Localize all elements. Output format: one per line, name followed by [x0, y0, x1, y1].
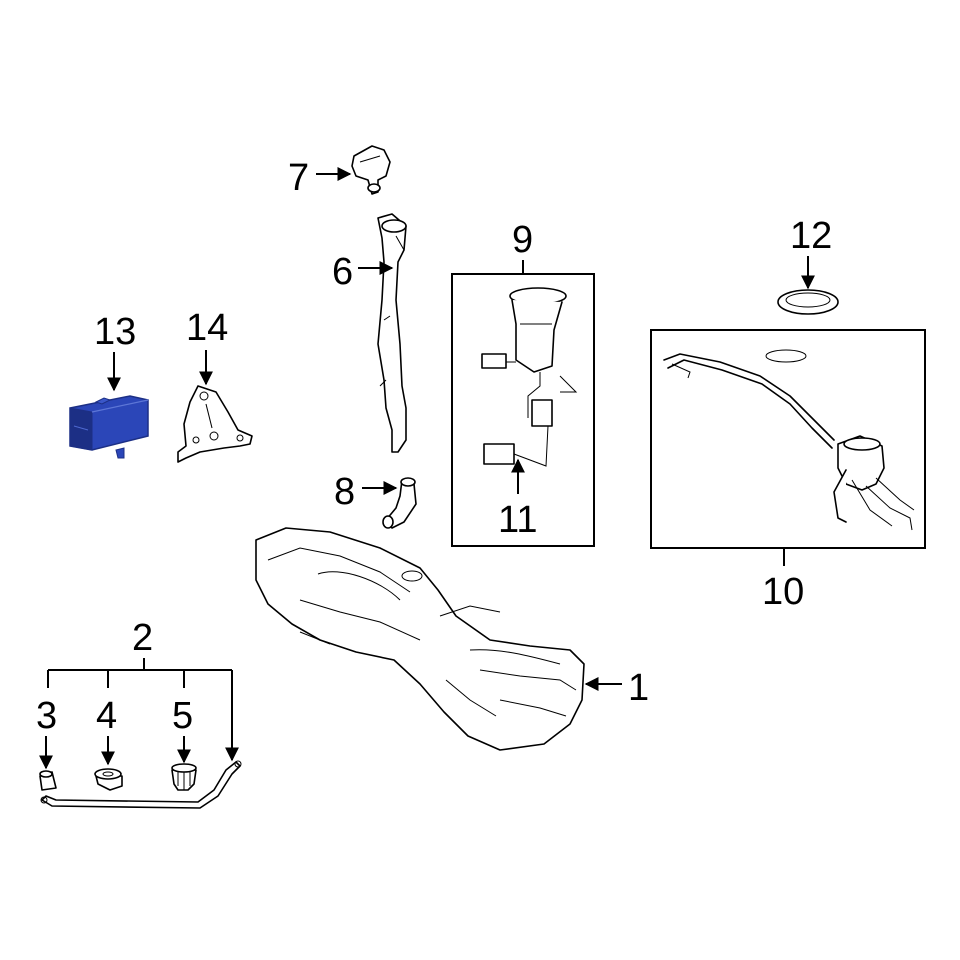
callout-label-5: 5 — [172, 695, 193, 737]
part-10-box — [650, 329, 926, 549]
callout-label-6: 6 — [332, 251, 353, 293]
callout-label-9: 9 — [512, 219, 533, 261]
callout-3: 3 — [36, 695, 57, 770]
callout-label-4: 4 — [96, 695, 117, 737]
callout-9: 9 — [512, 219, 533, 274]
part-12-seal-ring[interactable] — [777, 289, 839, 315]
callout-5: 5 — [172, 695, 193, 764]
part-4-mount[interactable] — [94, 768, 123, 791]
part-9-box — [451, 273, 595, 547]
callout-label-10: 10 — [762, 571, 804, 613]
part-6-filler-pipe[interactable] — [377, 213, 407, 453]
callout-label-2: 2 — [132, 617, 153, 659]
callout-label-11: 11 — [498, 499, 537, 541]
callout-11: 11 — [498, 458, 537, 541]
part-9-fuel-pump[interactable] — [481, 287, 578, 418]
callout-1: 1 — [584, 667, 649, 709]
callout-label-14: 14 — [186, 307, 228, 349]
part-2-strap[interactable] — [40, 760, 242, 809]
part-7-filler-cap[interactable] — [351, 145, 391, 195]
callout-label-12: 12 — [790, 215, 832, 257]
callout-label-13: 13 — [94, 311, 136, 353]
part-10-sender-unit[interactable] — [663, 349, 915, 531]
part-11-sender[interactable] — [483, 399, 553, 467]
callout-label-3: 3 — [36, 695, 57, 737]
callout-2: 2 — [47, 617, 239, 762]
callout-8: 8 — [334, 471, 398, 513]
part-8-hose[interactable] — [382, 477, 417, 529]
callout-12: 12 — [790, 215, 832, 290]
callout-10: 10 — [762, 548, 804, 613]
part-1-fuel-tank[interactable] — [255, 527, 585, 751]
callout-7: 7 — [288, 157, 352, 199]
callout-label-7: 7 — [288, 157, 309, 199]
callout-4: 4 — [96, 695, 117, 766]
callout-14: 14 — [186, 307, 228, 386]
part-3-bushing[interactable] — [39, 770, 57, 791]
callout-6: 6 — [332, 251, 394, 293]
callout-label-8: 8 — [334, 471, 355, 513]
callout-label-1: 1 — [628, 667, 649, 709]
callout-13: 13 — [94, 311, 136, 392]
part-14-bracket[interactable] — [177, 385, 253, 463]
part-13-module[interactable] — [69, 395, 149, 459]
part-5-bolt[interactable] — [171, 763, 197, 791]
